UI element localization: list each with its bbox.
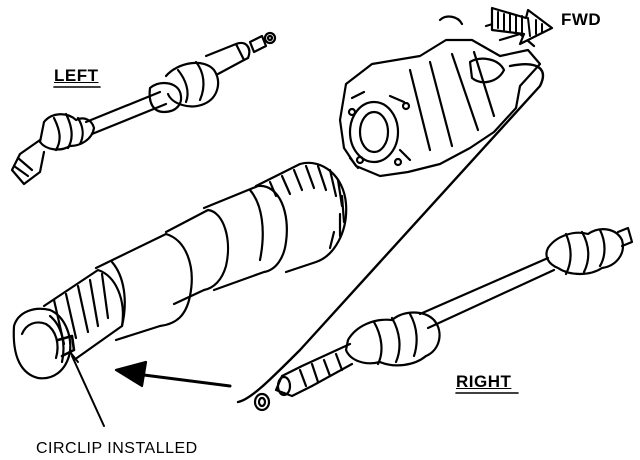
transaxle-housing — [338, 15, 542, 178]
direction-arrow-icon — [114, 360, 232, 388]
forward-arrow-icon — [490, 6, 554, 46]
enlarged-stub-shaft — [12, 161, 348, 380]
right-axle-shaft — [253, 226, 634, 412]
left-label: LEFT — [54, 66, 99, 85]
guide-line — [236, 63, 545, 404]
circlip-leader-line — [71, 355, 105, 427]
right-label: RIGHT — [456, 372, 512, 391]
circlip-installed-label: CIRCLIP INSTALLED — [36, 440, 198, 457]
fwd-label: FWD — [561, 10, 602, 29]
left-axle-shaft — [10, 31, 277, 186]
